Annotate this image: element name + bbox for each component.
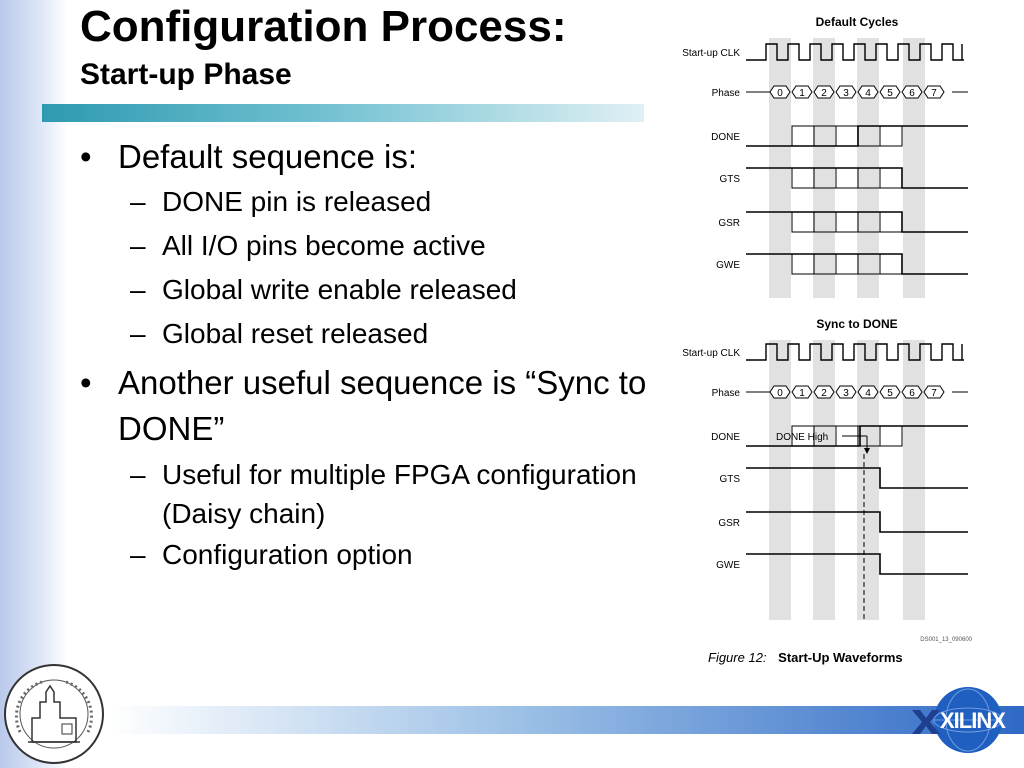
signal-waveform xyxy=(746,511,968,533)
footer-gradient-bar xyxy=(108,706,1024,734)
phase-number: 4 xyxy=(865,388,871,399)
sub-bullet-gwe-released: Global write enable released xyxy=(78,268,650,312)
uncertain-cycle xyxy=(791,211,815,233)
uncertain-cycle xyxy=(879,125,903,147)
sub-bullet-gsr-released: Global reset released xyxy=(78,312,650,356)
phase-number: 7 xyxy=(931,88,937,99)
phase-band xyxy=(857,340,879,620)
left-gradient-band xyxy=(0,0,68,768)
slide-title: Configuration Process: xyxy=(80,2,567,51)
sub-bullet-io-active: All I/O pins become active xyxy=(78,224,650,268)
uncertain-cycle xyxy=(835,125,859,147)
title-underline-bar xyxy=(42,104,644,122)
phase-number: 4 xyxy=(865,88,871,99)
xilinx-wordmark: XILINX xyxy=(940,708,1006,733)
phase-band xyxy=(813,340,835,620)
uncertain-cycle xyxy=(879,253,903,275)
phase-cell xyxy=(923,85,945,99)
phase-number: 1 xyxy=(799,388,805,399)
phase-cell xyxy=(835,385,857,399)
uncertain-cycle xyxy=(791,253,815,275)
figure-code: DS001_13_090600 xyxy=(920,637,972,643)
phase-cell xyxy=(769,385,791,399)
signal-label: Phase xyxy=(712,88,741,99)
phase-number: 6 xyxy=(909,388,915,399)
phase-number: 3 xyxy=(843,388,849,399)
signal-label: GTS xyxy=(719,174,740,185)
clock-waveform xyxy=(746,343,964,361)
signal-label: Start-up CLK xyxy=(682,48,740,59)
phase-cell xyxy=(791,385,813,399)
signal-label: GWE xyxy=(716,260,740,271)
phase-number: 5 xyxy=(887,88,893,99)
phase-cell xyxy=(879,385,901,399)
signal-label: Start-up CLK xyxy=(682,348,740,359)
sub-bullet-daisy-chain: Useful for multiple FPGA configuration (… xyxy=(78,455,650,533)
phase-number: 1 xyxy=(799,88,805,99)
phase-cell xyxy=(835,85,857,99)
uncertain-cycle xyxy=(791,167,815,189)
signal-waveform xyxy=(746,125,968,147)
phase-band xyxy=(769,340,791,620)
phase-number: 0 xyxy=(777,88,783,99)
figure-caption-label: Figure 12: xyxy=(708,650,767,665)
done-high-label: DONE High xyxy=(776,432,828,443)
phase-band xyxy=(903,38,925,298)
phase-cell xyxy=(813,85,835,99)
uncertain-cycle xyxy=(835,167,859,189)
phase-cell xyxy=(879,85,901,99)
signal-label: DONE xyxy=(711,432,740,443)
phase-number: 3 xyxy=(843,88,849,99)
signal-label: GSR xyxy=(718,518,740,529)
bullet-list: Default sequence is: DONE pin is release… xyxy=(78,130,650,577)
sub-bullet-config-option: Configuration option xyxy=(78,533,650,577)
phase-cell xyxy=(791,85,813,99)
slide-subtitle: Start-up Phase xyxy=(80,58,292,91)
uncertain-cycle xyxy=(879,167,903,189)
phase-cell xyxy=(901,385,923,399)
xilinx-logo xyxy=(912,687,1003,753)
figure-caption: Figure 12: Start-Up Waveforms xyxy=(708,650,903,665)
university-seal-logo xyxy=(4,664,104,764)
bullet-default-sequence: Default sequence is: xyxy=(78,134,650,180)
clock-waveform xyxy=(746,43,964,61)
signal-waveform xyxy=(746,553,968,575)
signal-waveform xyxy=(746,253,968,275)
phase-number: 0 xyxy=(777,388,783,399)
panel-title-sync-to-done: Sync to DONE xyxy=(816,317,897,331)
phase-cell xyxy=(857,85,879,99)
done-high-annotation: DONE High xyxy=(776,432,870,620)
uncertain-cycle xyxy=(879,211,903,233)
signal-label: GTS xyxy=(719,474,740,485)
signal-waveform xyxy=(746,167,968,189)
signal-label: DONE xyxy=(711,132,740,143)
panel-title-default-cycles: Default Cycles xyxy=(816,15,899,29)
phase-number: 2 xyxy=(821,88,827,99)
uncertain-cycle xyxy=(835,211,859,233)
signal-label: Phase xyxy=(712,388,741,399)
uncertain-cycle xyxy=(791,125,815,147)
phase-number: 7 xyxy=(931,388,937,399)
phase-cell xyxy=(857,385,879,399)
bullet-sync-to-done: Another useful sequence is “Sync to DONE… xyxy=(78,360,650,452)
phase-number: 6 xyxy=(909,88,915,99)
sub-bullet-done-released: DONE pin is released xyxy=(78,180,650,224)
phase-band xyxy=(903,340,925,620)
phase-number: 5 xyxy=(887,388,893,399)
uncertain-cycle xyxy=(835,253,859,275)
phase-cell xyxy=(923,385,945,399)
figure-caption-text: Start-Up Waveforms xyxy=(778,650,902,665)
signal-label: GWE xyxy=(716,560,740,571)
signal-label: GSR xyxy=(718,218,740,229)
phase-cell xyxy=(813,385,835,399)
signal-waveform xyxy=(746,211,968,233)
signal-waveform xyxy=(746,467,968,489)
phase-cell xyxy=(769,85,791,99)
startup-waveforms-figure: Default Cycles Sync to DONE Start-up CLK… xyxy=(682,15,972,665)
uncertain-cycle xyxy=(879,425,903,447)
phase-cell xyxy=(901,85,923,99)
phase-number: 2 xyxy=(821,388,827,399)
